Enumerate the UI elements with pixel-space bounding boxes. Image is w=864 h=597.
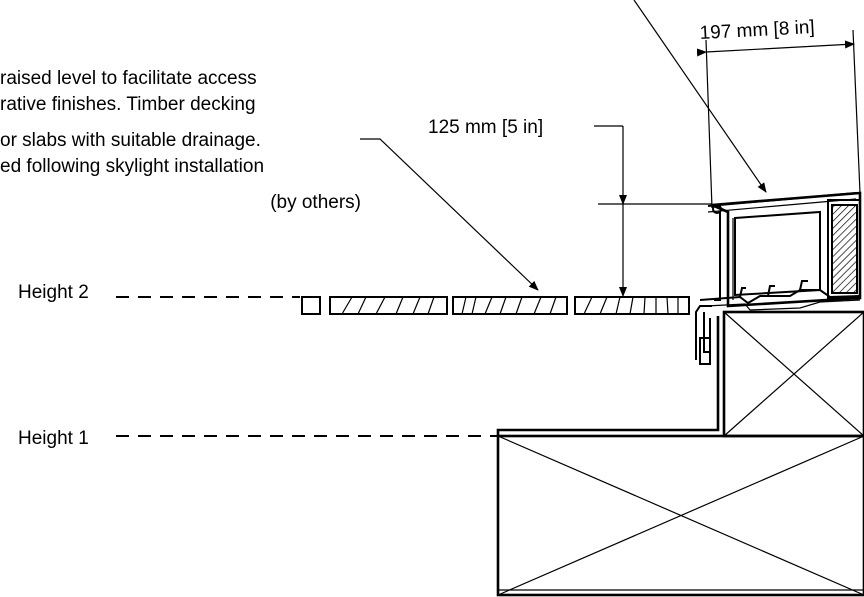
step-outline	[496, 316, 720, 436]
decking-board-1-grain	[341, 296, 435, 315]
glazing-leader-line	[633, 0, 767, 193]
decking-board-2	[452, 296, 568, 315]
note-line-5: (by others)	[270, 192, 361, 213]
note-line-1: raised level to facilitate access	[0, 68, 257, 89]
decking-board-3	[574, 296, 690, 315]
note-line-4: ed following skylight installation	[0, 156, 264, 177]
width-dimension	[696, 29, 861, 209]
width-dimension-label: 197 mm [8 in]	[699, 17, 815, 44]
height-dimension-label: 125 mm [5 in]	[428, 117, 543, 138]
decking-board-3-grain	[583, 296, 679, 315]
skylight-frame	[695, 191, 862, 365]
note-line-3: or slabs with suitable drainage.	[0, 130, 261, 151]
note-leader-line	[360, 138, 539, 291]
decking-board-1	[329, 296, 448, 315]
note-text-block: raised level to facilitate access rative…	[0, 68, 361, 213]
lower-timber-block	[496, 434, 864, 597]
decking-board-2-grain	[461, 296, 557, 315]
note-line-2: rative finishes. Timber decking	[0, 94, 256, 115]
upper-timber-kerb	[722, 310, 864, 438]
height-dimension	[594, 125, 712, 297]
height-2-label: Height 2	[18, 282, 89, 303]
decking-boards	[301, 296, 690, 315]
decking-small-square	[301, 296, 321, 315]
height-1-label: Height 1	[18, 428, 89, 449]
